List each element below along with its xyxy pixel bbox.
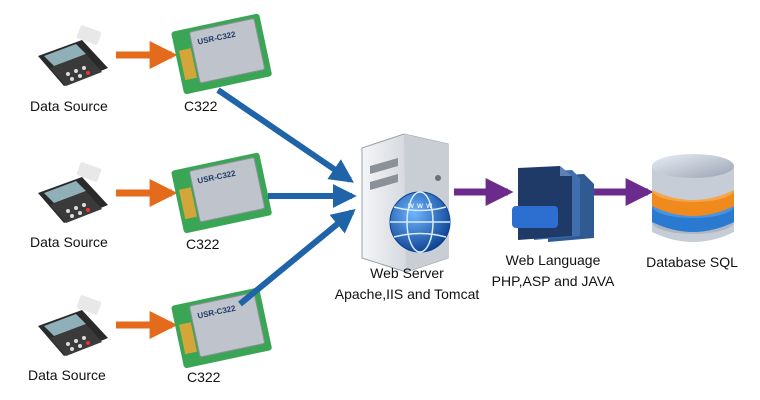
web-server-label: Web Server Apache,IIS and Tomcat: [322, 265, 492, 303]
document-icon: [512, 166, 594, 242]
web-language-title: Web Language: [505, 252, 601, 268]
wifi-module-icon-3: USR-C322: [171, 287, 272, 369]
web-server-title: Web Server: [370, 265, 444, 281]
web-language-subtitle: PHP,ASP and JAVA: [491, 273, 615, 289]
source-label-3: Data Source: [28, 367, 106, 383]
svg-text:w w w: w w w: [408, 201, 433, 210]
globe-icon: w w w: [389, 191, 451, 253]
pos-terminal-icon-2: [38, 162, 108, 223]
module-label-3: C322: [187, 369, 221, 385]
module-label-1: C322: [184, 98, 218, 114]
module-label-2: C322: [186, 236, 220, 252]
source-label-1: Data Source: [30, 98, 108, 114]
pos-terminal-icon-3: [38, 295, 108, 356]
wifi-module-icon-2: USR-C322: [171, 152, 272, 234]
source-label-2: Data Source: [30, 234, 108, 250]
blue-arrow-1: [216, 87, 354, 183]
web-server-subtitle: Apache,IIS and Tomcat: [334, 286, 480, 302]
blue-arrow-3: [238, 208, 356, 307]
web-language-label: Web Language PHP,ASP and JAVA: [478, 252, 628, 290]
pos-terminal-icon-1: [38, 25, 108, 86]
database-icon: [652, 154, 734, 242]
wifi-module-icon-1: USR-C322: [171, 13, 272, 95]
database-label: Database SQL: [646, 254, 738, 270]
